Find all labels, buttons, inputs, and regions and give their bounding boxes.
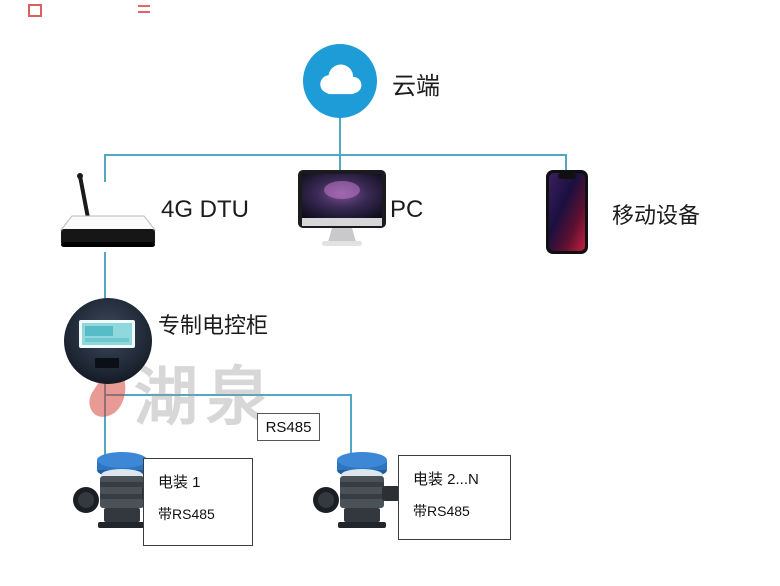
cloud-label: 云端 <box>392 73 440 100</box>
watermark-text: 湖泉 <box>134 361 278 433</box>
rs485-bus-box: RS485 <box>257 413 320 441</box>
connector-dtu-to-cabinet <box>104 252 106 304</box>
connector-branch-horizontal <box>104 394 352 396</box>
cloud-icon <box>303 44 377 118</box>
actuator-1-image <box>72 448 164 536</box>
pc-image <box>298 170 386 250</box>
pc-label: PC <box>390 196 424 223</box>
mobile-device-image <box>546 170 588 254</box>
connector-dtu-drop <box>104 154 106 182</box>
connector-cloud-trunk <box>339 118 341 156</box>
connector-cabinet-down <box>104 380 106 456</box>
control-cabinet-image <box>64 298 152 384</box>
red-artifact-mark <box>138 5 150 13</box>
actuator-2-subtitle: 带RS485 <box>413 503 470 519</box>
red-artifact-mark <box>28 4 42 17</box>
connector-mobile-drop <box>565 154 567 174</box>
actuator-1-box: 电装 1 带RS485 <box>143 458 253 546</box>
actuator-2-title: 电装 2...N <box>413 471 479 488</box>
connector-branch-right-down <box>350 394 352 456</box>
cloud-glyph-icon <box>320 64 362 95</box>
actuator-2-image <box>312 448 404 536</box>
dtu-router-image <box>58 172 158 254</box>
actuator-1-title: 电装 1 <box>158 474 201 491</box>
rs485-bus-label: RS485 <box>265 418 312 436</box>
connector-pc-drop <box>339 154 341 174</box>
mobile-label: 移动设备 <box>612 203 701 228</box>
connector-top-horizontal <box>104 154 567 156</box>
actuator-1-subtitle: 带RS485 <box>158 506 215 522</box>
cabinet-label: 专制电控柜 <box>158 313 269 338</box>
dtu-label: 4G DTU <box>161 196 250 223</box>
actuator-2-box: 电装 2...N 带RS485 <box>398 455 511 540</box>
